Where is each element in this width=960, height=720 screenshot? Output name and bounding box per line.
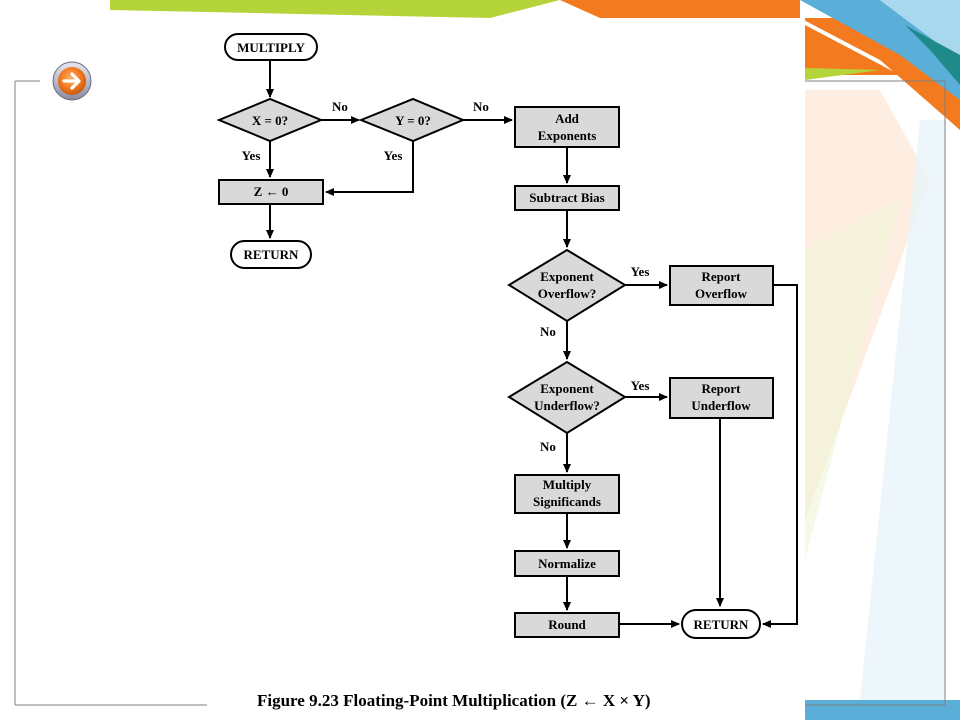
right-green-band [805,68,880,80]
branch-overflow-yes: Yes [631,264,650,279]
underflow-check-label-2: Underflow? [534,398,600,413]
process-normalize [514,550,620,577]
report-underflow-label-2: Underflow [691,398,751,413]
round-label: Round [548,617,586,632]
return-right-label: RETURN [694,617,750,632]
branch-y-no: No [473,99,489,114]
add-exponents-label-1: Add [555,111,580,126]
top-orange-stripe [560,0,800,18]
branch-x-yes: Yes [242,148,261,163]
process-add-exponents [514,106,620,148]
decision-underflow [507,360,627,435]
report-overflow-label-1: Report [702,269,742,284]
process-round [514,612,620,638]
arrow-right-icon[interactable] [52,61,92,101]
report-underflow-label-1: Report [702,381,742,396]
process-report-overflow [669,265,774,306]
terminal-return-left [230,240,312,269]
set-zero-label: Z ← 0 [254,184,289,199]
right-orange-band-2 [805,25,900,75]
x-check-label: X = 0? [252,113,288,128]
right-teal-band [905,25,960,85]
slide-decoration [110,0,960,720]
decision-x-zero [216,97,324,143]
return-left-label: RETURN [244,247,300,262]
branch-overflow-no: No [540,324,556,339]
right-blue-band [800,0,960,100]
bottom-blue-stripe [800,700,960,720]
figure-caption: Figure 9.23 Floating-Point Multiplicatio… [257,691,651,710]
multiply-significands-label-2: Significands [533,494,601,509]
figure-panel [207,18,805,720]
decision-y-zero [358,97,466,143]
branch-x-no: No [332,99,348,114]
arrow-y-to-zero [325,141,414,196]
terminal-return-right [681,609,761,639]
add-exponents-label-2: Exponents [538,128,597,143]
flowchart [216,33,798,639]
branch-y-yes: Yes [384,148,403,163]
process-multiply-significands [514,474,620,514]
y-check-label: Y = 0? [395,113,431,128]
terminal-multiply [224,33,318,61]
report-overflow-label-2: Overflow [695,286,748,301]
right-pale-blue-fade [860,120,945,700]
start-label: MULTIPLY [237,40,305,55]
process-report-underflow [669,377,774,419]
normalize-label: Normalize [538,556,596,571]
subtract-bias-label: Subtract Bias [529,190,604,205]
top-green-stripe [110,0,560,18]
branch-underflow-no: No [540,439,556,454]
underflow-check-label-1: Exponent [540,381,594,396]
process-set-zero [218,179,324,205]
decision-overflow [507,248,627,323]
connectors [266,60,798,628]
process-subtract-bias [514,185,620,211]
overflow-check-label-2: Overflow? [538,286,596,301]
flowchart-text: MULTIPLY X = 0? Y = 0? Z ← 0 RETURN Add … [237,40,751,632]
branch-underflow-yes: Yes [631,378,650,393]
right-pale-green-fade [805,200,900,560]
arrow-overflow-report-to-return [762,284,798,628]
overflow-check-label-1: Exponent [540,269,594,284]
multiply-significands-label-1: Multiply [543,477,592,492]
